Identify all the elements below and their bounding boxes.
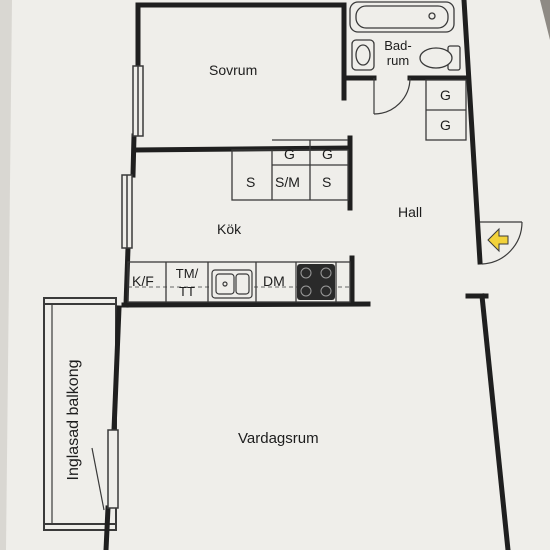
paper-shadow xyxy=(0,0,12,550)
sink-icon xyxy=(211,269,253,299)
counter-label-kf: K/F xyxy=(132,273,154,289)
toilet-icon xyxy=(419,45,461,71)
bathtub-icon xyxy=(349,1,455,33)
storage-label-g-top: G xyxy=(440,87,451,103)
entrance-door xyxy=(480,221,523,265)
bathroom-door xyxy=(373,77,411,115)
counter-label-tt: TT xyxy=(179,284,195,299)
counter-label-dm: DM xyxy=(263,273,285,289)
hall-wardrobes xyxy=(425,79,467,141)
windows xyxy=(107,65,144,509)
room-label-vardagsrum: Vardagsrum xyxy=(238,430,319,447)
stove-icon xyxy=(297,264,335,300)
counter-label-tm: TM/ xyxy=(175,266,199,281)
entrance-arrow-icon xyxy=(487,227,509,253)
room-label-badrum-line1: Bad- xyxy=(384,38,412,53)
storage-label-g2: G xyxy=(322,146,333,162)
room-label-hall: Hall xyxy=(398,204,423,220)
storage-label-g1: G xyxy=(284,146,295,162)
kitchen-storage-grid xyxy=(231,139,349,201)
room-label-badrum-line2: rum xyxy=(386,53,410,68)
storage-label-s1: S xyxy=(246,174,256,190)
storage-label-g-bottom: G xyxy=(440,117,451,133)
room-label-kok: Kök xyxy=(217,221,242,237)
walls xyxy=(103,0,511,550)
storage-label-s2: S xyxy=(322,174,332,190)
room-label-sovrum: Sovrum xyxy=(209,62,258,78)
bath-sink-icon xyxy=(351,39,375,71)
room-label-balkong: Inglasad balkong xyxy=(65,359,82,481)
storage-label-sm: S/M xyxy=(275,174,300,190)
